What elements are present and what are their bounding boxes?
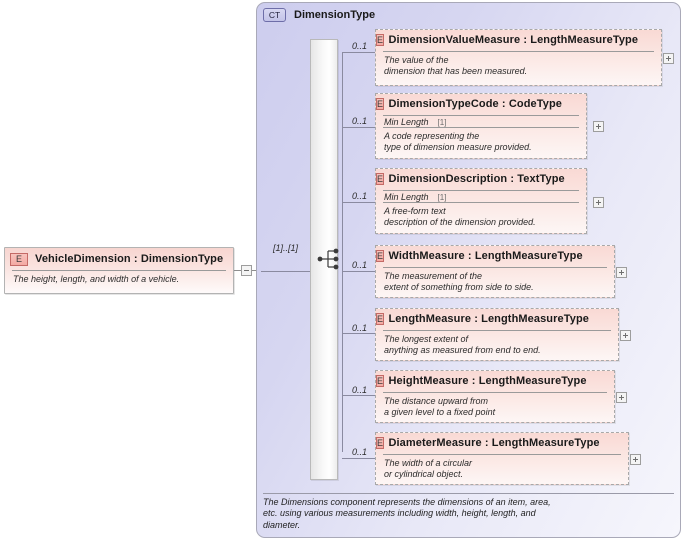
divider [383,127,579,128]
plus-toggle-icon[interactable] [663,53,674,64]
element-title: DimensionValueMeasure : LengthMeasureTyp… [388,34,639,46]
divider [383,202,579,203]
complextype-container: CT DimensionType [1]..[1] [256,2,681,538]
complextype-icon: CT [263,8,286,22]
branch-trunk-line [342,52,343,452]
element-title-row: E LengthMeasure : LengthMeasureType [376,309,618,330]
plus-toggle-icon[interactable] [616,392,627,403]
element-title-row: E DiameterMeasure : LengthMeasureType [376,433,628,454]
branch-line [342,202,375,203]
element-description: The measurement of the extent of somethi… [384,271,534,292]
element-title: WidthMeasure : LengthMeasureType [388,250,583,262]
branch-line [342,271,375,272]
cardinality-label: 0..1 [352,116,368,126]
element-description: The width of a circular or cylindrical o… [384,458,473,479]
element-box-diametermeasure[interactable]: E DiameterMeasure : LengthMeasureType Th… [375,432,629,485]
cardinality-label: 0..1 [352,191,368,201]
divider [383,330,611,331]
cardinality-label: 0..1 [352,385,368,395]
element-icon: E [376,98,385,110]
element-title: LengthMeasure : LengthMeasureType [388,313,589,325]
element-description: The longest extent of anything as measur… [384,334,541,355]
divider [383,115,579,116]
element-box-widthmeasure[interactable]: E WidthMeasure : LengthMeasureType The m… [375,245,615,298]
cardinality-label: 0..1 [352,447,368,457]
element-icon: E [10,252,28,266]
element-title-row: E DimensionTypeCode : CodeType [376,94,586,115]
facet-name: Min Length [384,192,429,202]
element-description: The value of the dimension that has been… [384,55,528,76]
element-title: DimensionTypeCode : CodeType [388,98,562,110]
element-title: HeightMeasure : LengthMeasureType [388,375,587,387]
connector-line [234,270,242,271]
cardinality-label: 0..1 [352,323,368,333]
element-description: A code representing the type of dimensio… [384,131,532,152]
sequence-icon[interactable] [317,248,343,270]
element-description: The distance upward from a given level t… [384,396,496,417]
element-title: DiameterMeasure : LengthMeasureType [388,437,600,449]
divider [383,392,607,393]
element-icon: E [376,375,385,387]
complextype-annotation: The Dimensions component represents the … [263,492,674,532]
branch-line [342,458,375,459]
plus-toggle-icon[interactable] [620,330,631,341]
plus-toggle-icon[interactable] [616,267,627,278]
minus-toggle-icon[interactable] [241,265,252,276]
divider [12,270,226,271]
element-title-row: E WidthMeasure : LengthMeasureType [376,246,614,267]
divider [383,267,607,268]
branch-line [342,127,375,128]
facet-cardinality: [1] [437,192,447,202]
plus-toggle-icon[interactable] [593,197,604,208]
complextype-name: DimensionType [294,9,376,21]
element-box-dimensionvaluemeasure[interactable]: E DimensionValueMeasure : LengthMeasureT… [375,29,662,86]
branch-line [342,333,375,334]
element-icon: E [376,34,385,46]
divider [263,492,674,494]
element-box-heightmeasure[interactable]: E HeightMeasure : LengthMeasureType The … [375,370,615,423]
element-title-row: E VehicleDimension : DimensionType [5,248,233,270]
divider [383,51,654,52]
facet-name: Min Length [384,117,429,127]
element-box-vehicledimension[interactable]: E VehicleDimension : DimensionType The h… [4,247,234,294]
divider [383,190,579,191]
element-title: DimensionDescription : TextType [388,173,565,185]
element-icon: E [376,250,385,262]
branch-line [342,395,375,396]
branch-line [342,52,375,53]
plus-toggle-icon[interactable] [593,121,604,132]
element-description: A free-form text description of the dime… [384,206,536,227]
element-icon: E [376,313,385,325]
element-box-dimensiontypecode[interactable]: E DimensionTypeCode : CodeType Min Lengt… [375,93,587,159]
element-title: VehicleDimension : DimensionType [35,253,224,265]
plus-toggle-icon[interactable] [630,454,641,465]
connector-line [261,271,314,272]
element-box-lengthmeasure[interactable]: E LengthMeasure : LengthMeasureType The … [375,308,619,361]
facet-row: Min Length [1] [376,116,586,127]
element-description: The height, length, and width of a vehic… [13,274,180,284]
facet-row: Min Length [1] [376,191,586,202]
element-box-dimensiondescription[interactable]: E DimensionDescription : TextType Min Le… [375,168,587,234]
element-title-row: E HeightMeasure : LengthMeasureType [376,371,614,392]
cardinality-label: 0..1 [352,41,368,51]
element-icon: E [376,173,385,185]
annotation-text: The Dimensions component represents the … [263,496,551,530]
sequence-cardinality: [1]..[1] [273,243,299,253]
element-title-row: E DimensionValueMeasure : LengthMeasureT… [376,30,661,51]
complextype-header: CT DimensionType [257,3,680,22]
element-icon: E [376,437,385,449]
divider [383,454,621,455]
cardinality-label: 0..1 [352,260,368,270]
facet-cardinality: [1] [437,117,447,127]
element-title-row: E DimensionDescription : TextType [376,169,586,190]
